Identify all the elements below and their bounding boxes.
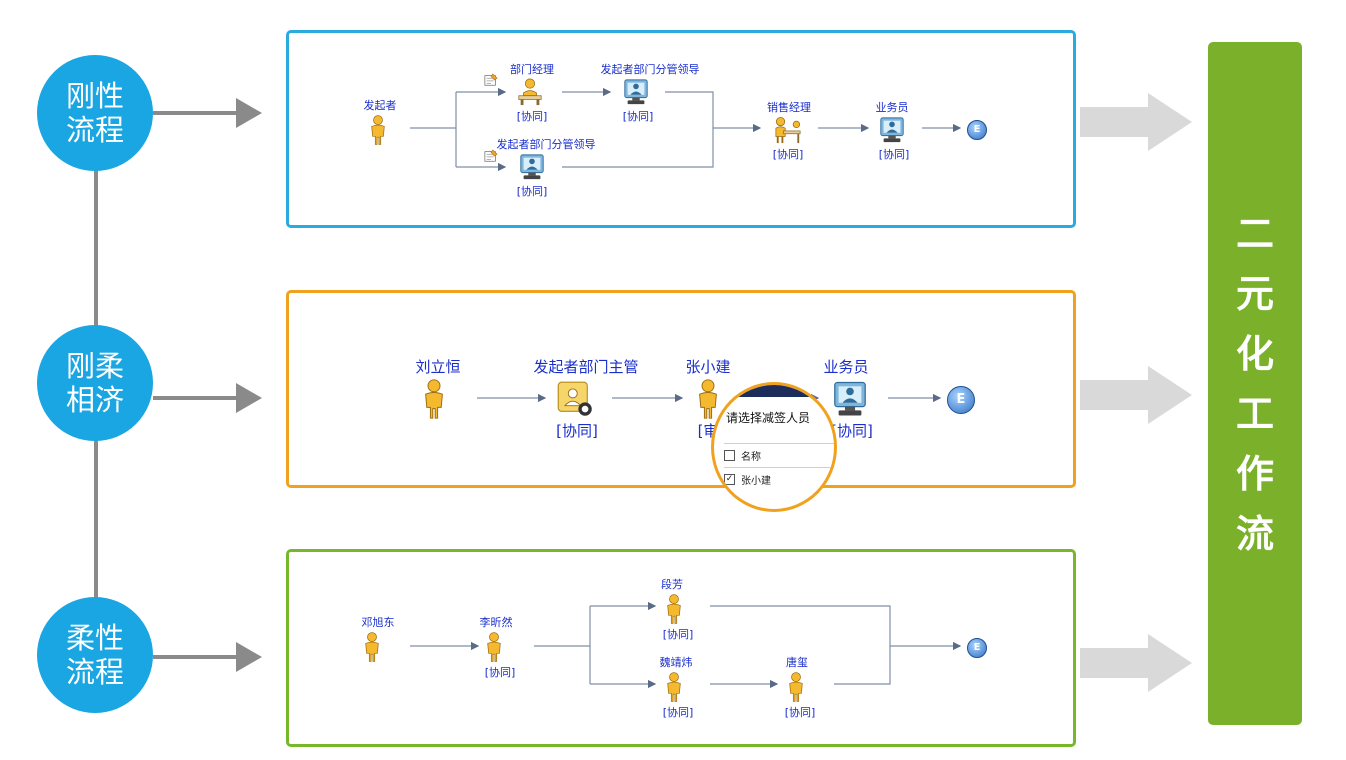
category-rigid-circle: 刚性 流程 — [37, 55, 153, 171]
hybrid-flow-panel — [286, 290, 1076, 488]
category-flexible-circle: 柔性 流程 — [37, 597, 153, 713]
end-node-icon: E — [967, 638, 987, 658]
end-node-label: E — [956, 392, 966, 407]
rigid-dept-leader-top-label: 发起者部门分管领导 — [600, 63, 700, 76]
rigid-tag-salesperson: [协同] — [878, 148, 910, 161]
popup-title: 请选择减签人员 — [726, 411, 811, 425]
rigid-pointer-line — [153, 111, 237, 115]
banner-char-6: 流 — [1235, 511, 1274, 556]
computer-user-icon — [518, 153, 546, 181]
hybrid-node1-label: 刘立恒 — [415, 358, 461, 376]
banner-char-5: 作 — [1235, 451, 1274, 496]
approval-user-icon — [556, 380, 594, 418]
end-node-label: E — [973, 124, 981, 135]
hybrid-tag-node4: [协同] — [831, 422, 873, 440]
category-rigid-line2: 流程 — [65, 113, 124, 147]
dual-workflow-banner: 二 元 化 工 作 流 — [1208, 42, 1302, 725]
category-flexible-line1: 柔性 — [65, 621, 124, 655]
popup-row-name: 张小建 — [741, 475, 771, 487]
rigid-tag-dept-manager: [协同] — [516, 110, 548, 123]
row-checkbox[interactable]: ✓ — [724, 473, 735, 485]
rigid-initiator-label: 发起者 — [363, 99, 397, 112]
rigid-dept-manager-label: 部门经理 — [510, 63, 554, 76]
popup-header-row: 名称 — [724, 443, 834, 466]
desk-meeting-icon — [772, 116, 804, 144]
end-node-label: E — [973, 642, 981, 653]
person-icon — [485, 631, 503, 663]
end-node-icon: E — [967, 120, 987, 140]
computer-user-icon — [878, 116, 906, 144]
flexible-node2-label: 李昕然 — [479, 616, 513, 629]
flexible-tag-node2: [协同] — [484, 666, 516, 679]
person-icon — [665, 671, 683, 703]
rigid-salesperson-label: 业务员 — [875, 101, 909, 114]
rigid-sales-manager-label: 销售经理 — [767, 101, 811, 114]
person-icon — [422, 378, 446, 420]
flexible-pointer-arrow-icon — [236, 642, 262, 672]
arrow-right-icon — [1080, 634, 1192, 692]
banner-char-1: 二 — [1235, 211, 1274, 256]
end-node-icon: E — [947, 386, 975, 414]
rigid-tag-sales-manager: [协同] — [772, 148, 804, 161]
flexible-tag-node4: [协同] — [662, 706, 694, 719]
flexible-node3-label: 段芳 — [661, 578, 683, 591]
popup-titlebar — [714, 385, 834, 397]
category-rigid-line1: 刚性 — [65, 79, 124, 113]
select-all-checkbox[interactable] — [724, 449, 735, 461]
person-icon — [369, 114, 387, 146]
category-hybrid-line2: 相济 — [65, 383, 124, 417]
rigid-tag-dept-leader-bottom: [协同] — [516, 185, 548, 198]
flexible-tag-node3: [协同] — [662, 628, 694, 641]
desk-person-icon — [516, 78, 544, 106]
rigid-tag-dept-leader-top: [协同] — [622, 110, 654, 123]
flexible-node4-label: 魏靖炜 — [659, 656, 693, 669]
computer-user-icon — [831, 380, 869, 418]
hybrid-node3-label: 张小建 — [685, 358, 731, 376]
hybrid-pointer-line — [153, 396, 237, 400]
computer-user-icon — [622, 78, 650, 106]
popup-list-row[interactable]: ✓ 张小建 — [724, 467, 834, 490]
popup-header-name: 名称 — [741, 451, 761, 463]
flexible-node1-label: 邓旭东 — [361, 616, 395, 629]
banner-char-2: 元 — [1235, 271, 1274, 316]
note-icon — [484, 73, 498, 87]
banner-char-4: 工 — [1235, 391, 1274, 436]
flexible-pointer-line — [153, 655, 237, 659]
hybrid-tag-node2: [协同] — [556, 422, 598, 440]
reduce-signer-popup: 请选择减签人员 名称 ✓ 张小建 — [711, 382, 837, 512]
rigid-pointer-arrow-icon — [236, 98, 262, 128]
flexible-node5-label: 唐玺 — [786, 656, 808, 669]
hybrid-pointer-arrow-icon — [236, 383, 262, 413]
hybrid-node2-label: 发起者部门主管 — [533, 358, 639, 376]
rigid-dept-leader-bottom-label: 发起者部门分管领导 — [496, 138, 596, 151]
arrow-right-icon — [1080, 366, 1192, 424]
person-icon — [665, 593, 683, 625]
category-hybrid-circle: 刚柔 相济 — [37, 325, 153, 441]
flexible-tag-node5: [协同] — [784, 706, 816, 719]
rigid-flow-panel — [286, 30, 1076, 228]
banner-char-3: 化 — [1235, 331, 1274, 376]
flexible-flow-panel — [286, 549, 1076, 747]
person-icon — [787, 671, 805, 703]
arrow-right-icon — [1080, 93, 1192, 151]
hybrid-node4-label: 业务员 — [823, 358, 869, 376]
category-flexible-line2: 流程 — [65, 655, 124, 689]
person-icon — [363, 631, 381, 663]
category-hybrid-line1: 刚柔 — [65, 349, 124, 383]
